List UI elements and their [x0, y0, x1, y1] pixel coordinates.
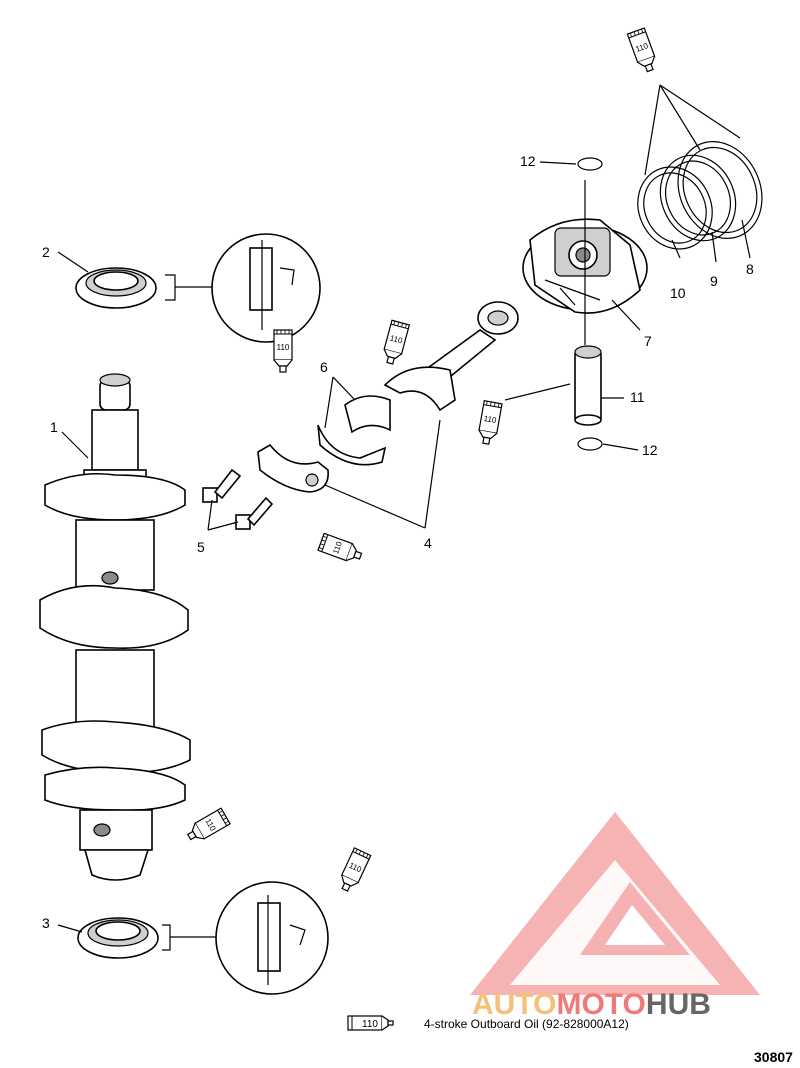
connecting-rod-bolt-1 [202, 468, 242, 503]
svg-text:110: 110 [483, 414, 498, 425]
legend-tube-icon [347, 1015, 394, 1031]
crankshaft-seal-lower [77, 917, 159, 959]
watermark-wordmark: AUTOMOTOHUB [472, 988, 711, 1021]
piston-ring-10 [637, 166, 713, 250]
crankshaft-seal-upper [75, 267, 157, 309]
callout-1: 1 [50, 419, 58, 435]
callout-12-top: 12 [520, 153, 536, 169]
watermark-logo: AUTOMOTOHUB [470, 812, 760, 1021]
callout-5: 5 [197, 539, 205, 555]
svg-text:110: 110 [634, 41, 650, 54]
seal-detail-lower: 110 [162, 847, 372, 995]
callout-12-bottom: 12 [642, 442, 658, 458]
reference-number: 30807 [754, 1049, 793, 1065]
callout-3: 3 [42, 915, 50, 931]
piston-pin-drawing [574, 345, 602, 426]
bearing-insert-drawing [317, 395, 391, 466]
svg-text:110: 110 [389, 334, 404, 346]
piston-ring-8 [677, 141, 763, 239]
lubricant-tube-icon: 110 [476, 400, 503, 446]
seal-detail-upper: 110 [165, 233, 321, 373]
callout-4: 4 [424, 535, 432, 551]
legend: 110 4-stroke Outboard Oil (92-828000A12) [347, 1015, 629, 1031]
callout-9: 9 [710, 273, 718, 289]
callout-2: 2 [42, 244, 50, 260]
piston-pin-clip-bottom [577, 437, 603, 451]
crankshaft-drawing: 110 [39, 373, 231, 881]
watermark-moto: MOTO [556, 988, 645, 1021]
callout-8: 8 [746, 261, 754, 277]
lubricant-tube-icon: 110 [317, 532, 365, 566]
legend-code: 110 [362, 1019, 378, 1030]
lubricant-tube-icon: 110 [380, 319, 410, 367]
svg-text:110: 110 [331, 540, 344, 556]
svg-text:AUTOMOTOHUB: AUTOMOTOHUB [472, 988, 711, 1021]
watermark-auto: AUTO [472, 988, 556, 1021]
watermark-hub: HUB [646, 988, 711, 1021]
svg-text:110: 110 [277, 343, 290, 352]
connecting-rod-drawing [383, 301, 519, 412]
lubricant-tube-icon: 110 [626, 27, 660, 75]
piston-ring-9 [659, 154, 737, 242]
callout-10: 10 [670, 285, 686, 301]
connecting-rod-bolt-2 [235, 496, 274, 530]
callout-6: 6 [320, 359, 328, 375]
leader-lines [57, 161, 751, 933]
legend-text: 4-stroke Outboard Oil (92-828000A12) [424, 1017, 629, 1031]
callout-7: 7 [644, 333, 652, 349]
piston-pin-clip-top [577, 157, 603, 171]
connecting-rod-cap-drawing [257, 443, 329, 493]
callout-11: 11 [630, 389, 645, 405]
